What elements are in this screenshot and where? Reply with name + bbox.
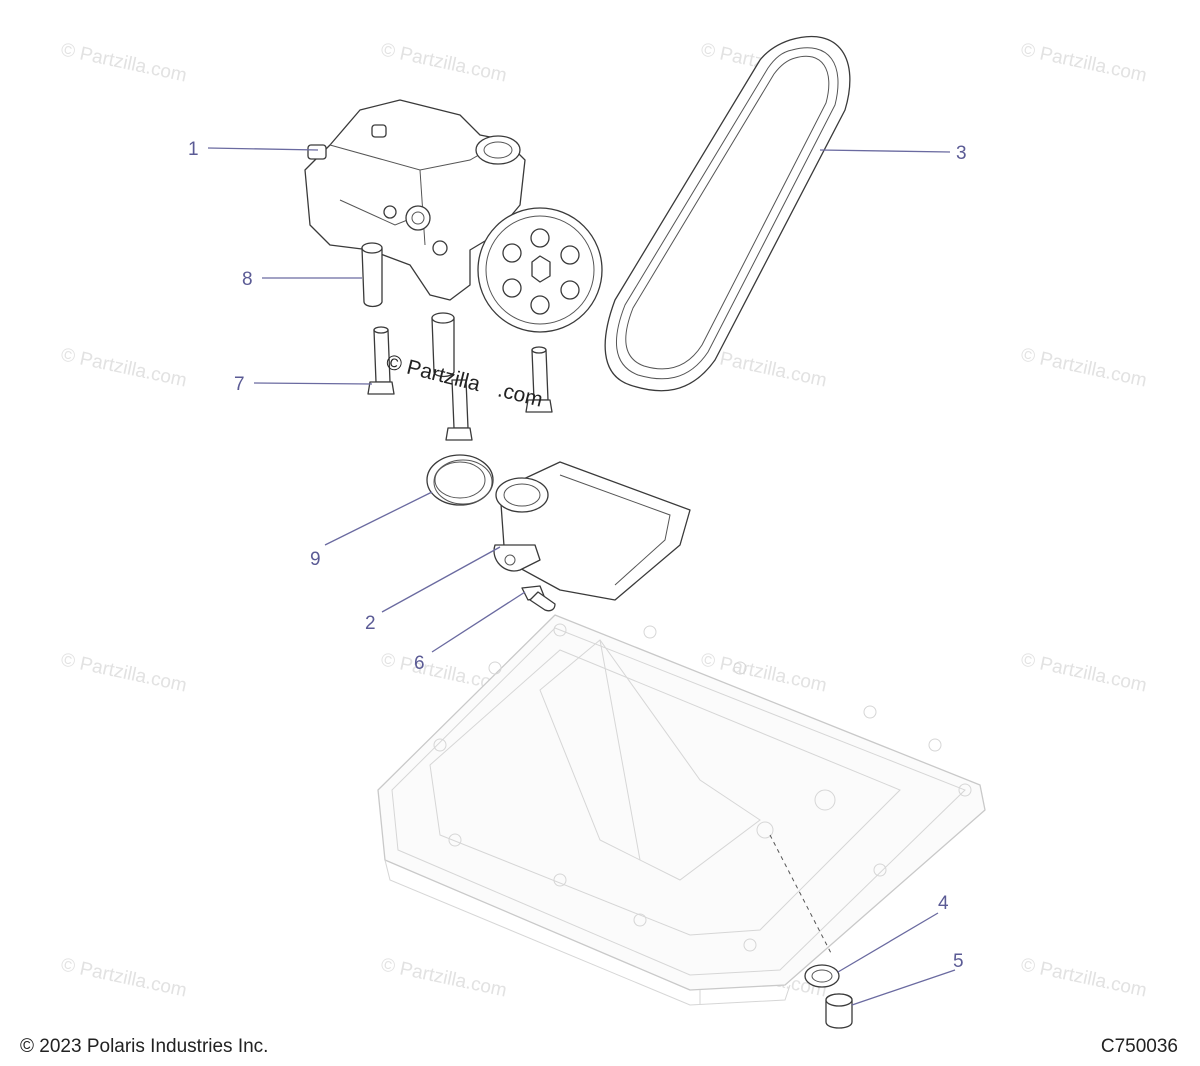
copyright-notice: © 2023 Polaris Industries Inc. (20, 1036, 269, 1057)
oil-pump (304, 99, 603, 333)
leader-lines (207, 147, 956, 1006)
screen-bolt (521, 585, 556, 612)
callout-7[interactable]: 7 (234, 374, 245, 395)
watermark: © Partzilla.com (59, 39, 189, 86)
callout-1[interactable]: 1 (188, 139, 199, 160)
callout-2[interactable]: 2 (365, 613, 376, 634)
watermark: © Partzilla.com (379, 39, 509, 86)
leader-2 (381, 546, 501, 613)
callout-4[interactable]: 4 (938, 893, 949, 914)
callout-8[interactable]: 8 (242, 269, 253, 290)
pump-bolts (367, 326, 553, 441)
callout-6[interactable]: 6 (414, 653, 425, 674)
watermark: © Partzilla.com (59, 649, 189, 696)
leader-6 (431, 591, 526, 653)
callout-5[interactable]: 5 (953, 951, 964, 972)
watermark: © Partzilla.com (1019, 39, 1149, 86)
drain-plug (825, 993, 853, 1029)
o-ring (426, 454, 494, 506)
leader-9 (324, 491, 433, 546)
watermark: © Partzilla.com (379, 954, 509, 1001)
oil-pan (377, 614, 986, 1006)
drive-chain (604, 35, 851, 392)
drain-washer (804, 964, 840, 988)
leader-3 (819, 149, 951, 153)
diagram-code: C750036 (1100, 1036, 1178, 1057)
leader-1 (207, 147, 319, 151)
watermark: © Partzilla.com (59, 954, 189, 1001)
watermark: © Partzilla.com (1019, 649, 1149, 696)
watermark: © Partzilla.com (1019, 344, 1149, 391)
dowel-pins (361, 242, 455, 378)
callout-numbers: 1 2 3 4 5 6 7 8 9 (188, 139, 967, 972)
leader-4 (837, 912, 939, 973)
leader-7 (253, 382, 373, 385)
watermark: © Partzilla.com (59, 344, 189, 391)
watermark: © Partzilla.com (1019, 954, 1149, 1001)
leader-5 (851, 969, 956, 1006)
oil-pickup-screen (493, 461, 691, 601)
callout-9[interactable]: 9 (310, 549, 321, 570)
callout-3[interactable]: 3 (956, 143, 967, 164)
